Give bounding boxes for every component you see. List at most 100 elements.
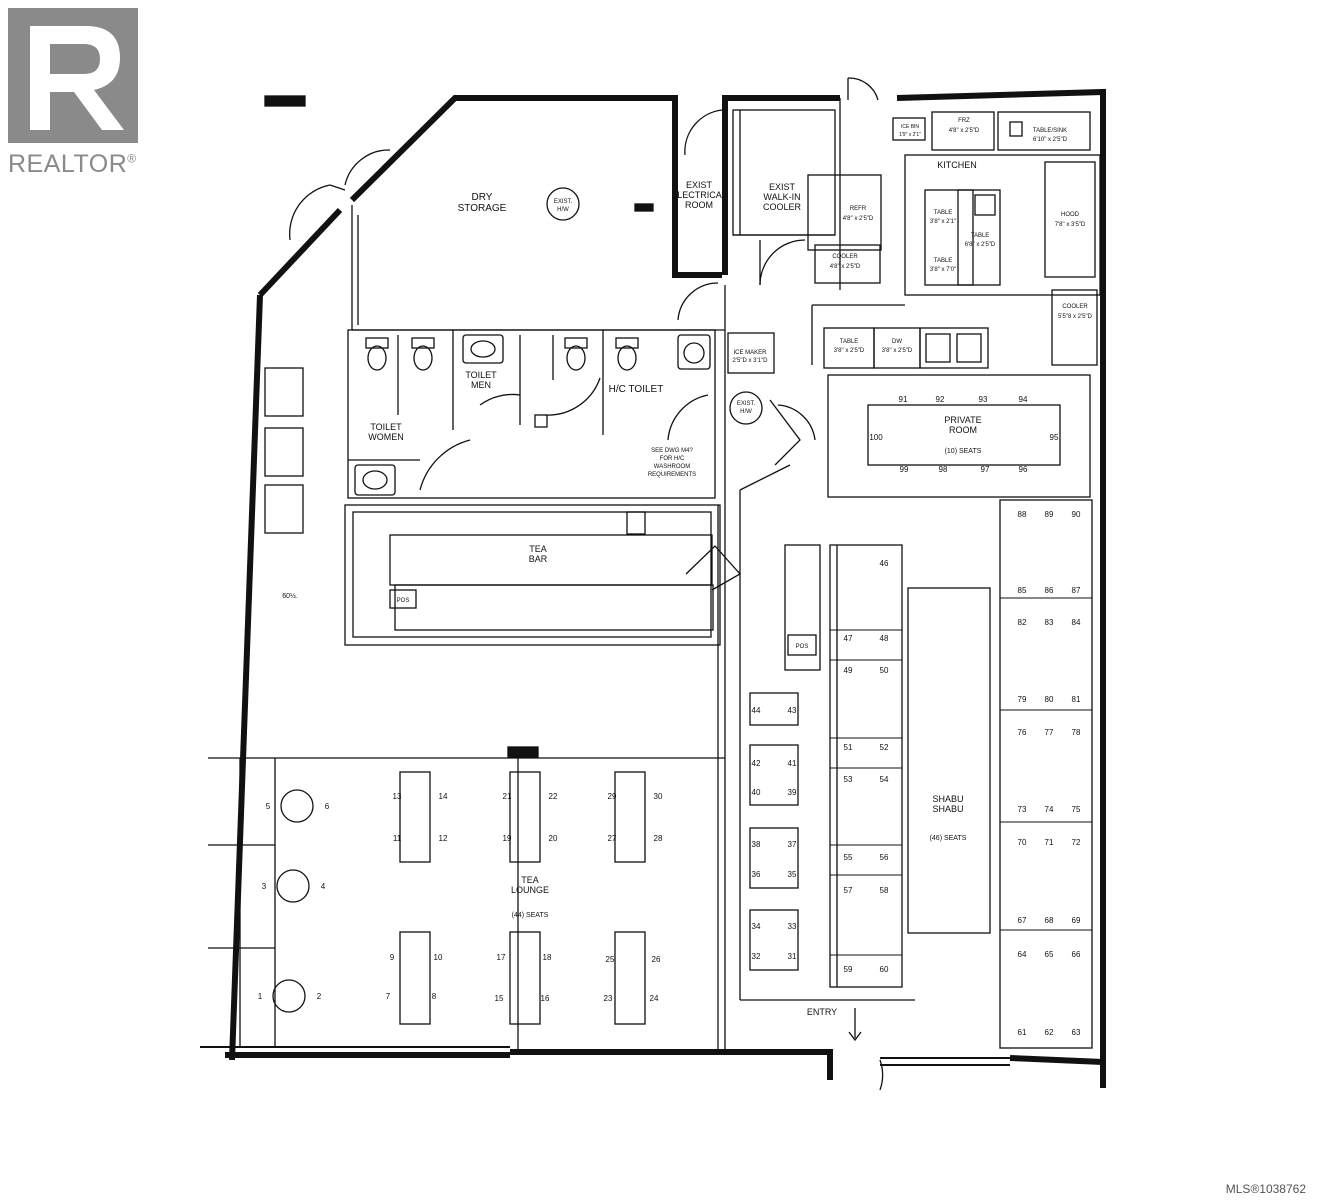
seat-27: 27 <box>608 834 617 843</box>
seat-63: 63 <box>1072 1028 1081 1037</box>
seat-69: 69 <box>1072 916 1081 925</box>
seat-59: 59 <box>844 965 853 974</box>
seat-47: 47 <box>844 634 853 643</box>
seat-71: 71 <box>1045 838 1054 847</box>
table2-size: 6'8" x 2'5"D <box>965 242 996 248</box>
seat-90: 90 <box>1072 510 1081 519</box>
dry-storage-label-1: DRY <box>472 192 493 203</box>
table2-label: TABLE <box>971 233 990 239</box>
seat-26: 26 <box>652 955 661 964</box>
ice-maker-label-1: ICE MAKER <box>733 350 767 356</box>
frz-size: 4'8" x 2'5"D <box>949 128 980 134</box>
walkin-label-2: WALK-IN <box>763 192 800 202</box>
seat-33: 33 <box>788 922 797 931</box>
seat-48: 48 <box>880 634 889 643</box>
refr-label: REFR <box>850 206 867 212</box>
private-room <box>827 374 1091 498</box>
seat-32: 32 <box>752 952 761 961</box>
table3-label: TABLE <box>934 258 953 264</box>
seat-52: 52 <box>880 743 889 752</box>
seat-86: 86 <box>1045 586 1054 595</box>
seat-97: 97 <box>981 465 990 474</box>
pos1-label: POS <box>397 598 410 604</box>
seat-5: 5 <box>266 802 271 811</box>
seat-98: 98 <box>939 465 948 474</box>
seat-21: 21 <box>503 792 512 801</box>
hood-label: HOOD <box>1061 212 1080 218</box>
tea-bar-label-1: TEA <box>529 544 547 554</box>
bottom-wall-details <box>200 1046 1010 1066</box>
ice-maker-label-2: 2'5"D x 3'1"D <box>733 358 769 364</box>
seat-91: 91 <box>899 395 908 404</box>
dw-size: 3'8" x 2'5"D <box>882 348 913 354</box>
seat-12: 12 <box>439 834 448 843</box>
kitchen-label: KITCHEN <box>937 160 977 170</box>
seat-66: 66 <box>1072 950 1081 959</box>
wall-marker <box>264 95 306 107</box>
seat-55: 55 <box>844 853 853 862</box>
seat-4: 4 <box>321 882 326 891</box>
seat-3: 3 <box>262 882 267 891</box>
seat-30: 30 <box>654 792 663 801</box>
seat-89: 89 <box>1045 510 1054 519</box>
tea-lounge-seats: (44) SEATS <box>512 912 549 919</box>
seat-24: 24 <box>650 994 659 1003</box>
kitchen-table-2 <box>957 189 1001 286</box>
seat-6: 6 <box>325 802 330 811</box>
seat-43: 43 <box>788 706 797 715</box>
hood-size: 7'8" x 3'5"D <box>1055 222 1086 228</box>
shabu-label-1: SHABU <box>932 794 963 804</box>
table1-size: 3'8" x 2'1" <box>930 219 956 225</box>
seat-75: 75 <box>1072 805 1081 814</box>
exist-hw2-label-2: H/W <box>740 409 752 415</box>
seat-88: 88 <box>1018 510 1027 519</box>
dw-label: DW <box>892 339 902 345</box>
seat-78: 78 <box>1072 728 1081 737</box>
seat-72: 72 <box>1072 838 1081 847</box>
seat-44: 44 <box>752 706 761 715</box>
electrical-label-3: ROOM <box>685 200 713 210</box>
seat-39: 39 <box>788 788 797 797</box>
exist-hw-label-1: EXIST. <box>554 199 573 205</box>
kitchen-table-1 <box>924 189 974 286</box>
dry-storage-label-2: STORAGE <box>458 203 507 214</box>
water-heater-icon-2 <box>729 391 763 425</box>
toilet-men-label-1: TOILET <box>465 370 497 380</box>
misc-label: 60½. <box>282 592 298 600</box>
seat-14: 14 <box>439 792 448 801</box>
seat-29: 29 <box>608 792 617 801</box>
washroom-note-4: REQUIREMENTS <box>648 472 696 478</box>
ice-bin-label: ICE BIN <box>901 124 919 130</box>
seat-42: 42 <box>752 759 761 768</box>
seat-74: 74 <box>1045 805 1054 814</box>
seat-16: 16 <box>541 994 550 1003</box>
seat-68: 68 <box>1045 916 1054 925</box>
realtor-reg-mark: ® <box>127 151 137 166</box>
seat-31: 31 <box>788 952 797 961</box>
seat-79: 79 <box>1018 695 1027 704</box>
table-sink-label: TABLE/SINK <box>1033 128 1067 134</box>
seat-80: 80 <box>1045 695 1054 704</box>
private-room-label-1: PRIVATE <box>944 415 981 425</box>
table4-label: TABLE <box>840 339 859 345</box>
table1-label: TABLE <box>934 210 953 216</box>
seat-41: 41 <box>788 759 797 768</box>
pos2-label: POS <box>796 644 809 650</box>
private-table <box>867 404 1061 466</box>
seat-73: 73 <box>1018 805 1027 814</box>
cooler1-size: 4'8" x 2'5"D <box>830 264 861 270</box>
tea-bar-counter <box>389 534 713 586</box>
sink-icons <box>354 334 711 496</box>
seat-82: 82 <box>1018 618 1027 627</box>
seat-7: 7 <box>386 992 391 1001</box>
seat-81: 81 <box>1072 695 1081 704</box>
cooler2-label: COOLER <box>1062 304 1088 310</box>
seat-64: 64 <box>1018 950 1027 959</box>
toilet-men-label-2: MEN <box>471 380 491 390</box>
seat-18: 18 <box>543 953 552 962</box>
toilet-women-label-2: WOMEN <box>368 432 404 442</box>
seat-96: 96 <box>1019 465 1028 474</box>
seat-54: 54 <box>880 775 889 784</box>
seat-40: 40 <box>752 788 761 797</box>
washroom-note-3: WASHROOM <box>654 464 690 470</box>
